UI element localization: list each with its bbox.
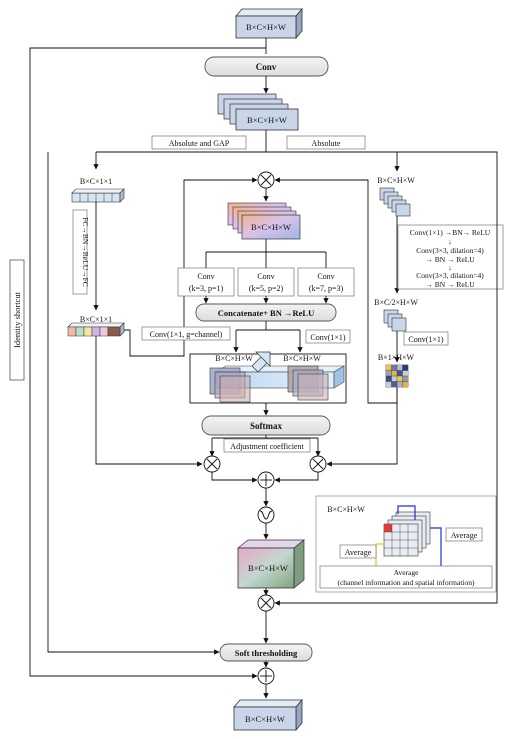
legend-tensor-label: B×C×H×W (327, 505, 365, 514)
attention-cube-right (287, 365, 329, 401)
right-mid-label: B×C/2×H×W (374, 298, 418, 307)
right-chain-box (397, 224, 504, 290)
right-mid-tensor (383, 309, 407, 332)
conv-1x1-right-box (403, 331, 449, 346)
conv-to-concat-arrows (203, 296, 329, 304)
channel-vec-out-label: B×C×1×1 (80, 315, 112, 324)
output-tensor: B×C×H×W (233, 698, 303, 732)
absolute-label: Absolute (312, 139, 341, 148)
attn-left-label: B×C×H×W (215, 354, 253, 363)
multi-scale-tensor: B×C×H×W (227, 202, 301, 240)
activated-tensor-label: B×C×H×W (248, 563, 288, 573)
multiply-top (257, 171, 275, 189)
fc-chain-label: FC→BN→ReLU→FC (81, 217, 90, 287)
concat-block-label: Concatenate+ BN →ReLU (218, 308, 314, 318)
right-chain-line-1: Conv(1×1) →BN→ ReLU (410, 228, 491, 237)
attention-cube-left (209, 367, 251, 403)
branch-split-lines (47, 130, 400, 655)
multiply-left (203, 455, 221, 473)
sigmoid-icon (257, 506, 275, 524)
conv-1x1-label: Conv(1×1) (310, 333, 346, 342)
legend-average-bottom-box (319, 565, 493, 589)
conv-k7-params: (k=7, p=3) (309, 284, 344, 293)
conv-1x1-right-label: Conv(1×1) (408, 335, 444, 344)
legend-average-bottom-2: (channel information and spatial informa… (337, 578, 475, 587)
right-chain-line-4: → BN → ReLU (425, 255, 475, 264)
left-branch-lines (95, 177, 258, 467)
conv-output-tensor-label: B×C×H×W (247, 115, 287, 125)
legend-blue-arrow (430, 527, 445, 574)
legend-cube (383, 511, 431, 557)
input-tensor-label: B×C×H×W (246, 22, 286, 32)
right-chain-line-7: → BN → ReLU (425, 280, 475, 289)
channel-vector-in (71, 188, 125, 203)
conv-k5-params: (k=5, p=2) (249, 284, 284, 293)
conv-output-tensor: B×C×H×W (217, 93, 299, 131)
right-branch-lines (274, 151, 498, 606)
absolute-box (286, 135, 366, 150)
multi-scale-split (205, 239, 327, 268)
legend-average-left-box (339, 544, 377, 559)
right-out-grid (385, 364, 409, 388)
activated-tensor: B×C×H×W (237, 539, 305, 589)
conv-group-box (141, 326, 231, 341)
conv-group-label: Conv(1×1, g=channel) (150, 330, 223, 339)
right-in-label: B×C×H×W (377, 176, 415, 185)
legend-average-right-box (445, 527, 483, 542)
conv-block (204, 56, 329, 77)
output-tensor-label: B×C×H×W (245, 714, 285, 724)
soft-threshold-label: Soft thresholding (235, 648, 298, 658)
softmax-block-label: Softmax (250, 421, 282, 431)
input-tensor: B×C×H×W (235, 7, 303, 40)
channel-vector-out (67, 322, 125, 337)
right-out-label: B×1×H×W (378, 353, 415, 362)
conv-k3-box (177, 267, 235, 297)
multiply-right (309, 455, 327, 473)
right-chain-text: Conv(1×1) →BN→ ReLU ↓ Conv(3×3, dilation… (410, 228, 491, 289)
identity-shortcut-box (9, 259, 25, 381)
legend-average-left: Average (345, 548, 372, 557)
add-final (257, 667, 275, 685)
right-chain-line-6: Conv(3×3, dilation=4) (416, 271, 484, 280)
conv-k3-params: (k=3, p=1) (189, 284, 224, 293)
attn-right-label: B×C×H×W (283, 354, 321, 363)
legend-average-bottom-1: Average (394, 568, 420, 577)
attention-arrow-glyph (251, 351, 271, 373)
multi-scale-tensor-label: B×C×H×W (251, 222, 291, 232)
legend-yellow-arrow (372, 543, 384, 575)
adjustment-label: Adjustment coefficient (230, 442, 304, 451)
identity-shortcut-label: Identity shortcut (12, 291, 22, 348)
right-chain-line-2: ↓ (448, 237, 452, 246)
conv-k5-label: Conv (257, 272, 274, 281)
adjustment-box (223, 438, 311, 453)
conv-k7-label: Conv (317, 272, 334, 281)
right-chain-line-3: Conv(3×3, dilation=4) (416, 246, 484, 255)
conv-1x1-box (305, 329, 351, 344)
sum-lines (211, 472, 319, 483)
abs-gap-box (151, 135, 247, 150)
fc-chain-box (72, 209, 88, 295)
right-in-tensor (379, 187, 411, 217)
legend-average-right: Average (451, 531, 478, 540)
multiply-bottom (257, 594, 275, 612)
right-chain-line-5: ↓ (448, 263, 452, 272)
concat-outputs (233, 321, 303, 353)
legend-blue-arc (397, 505, 416, 520)
conv-k7-box (297, 267, 355, 297)
conv-k3-label: Conv (197, 272, 214, 281)
conv-block-label: Conv (256, 62, 277, 72)
softmax-outputs (209, 435, 321, 457)
identity-shortcut-path (29, 38, 267, 679)
abs-gap-label: Absolute and GAP (169, 139, 230, 148)
channel-vec-label: B×C×1×1 (80, 177, 112, 186)
add-middle (257, 471, 275, 489)
